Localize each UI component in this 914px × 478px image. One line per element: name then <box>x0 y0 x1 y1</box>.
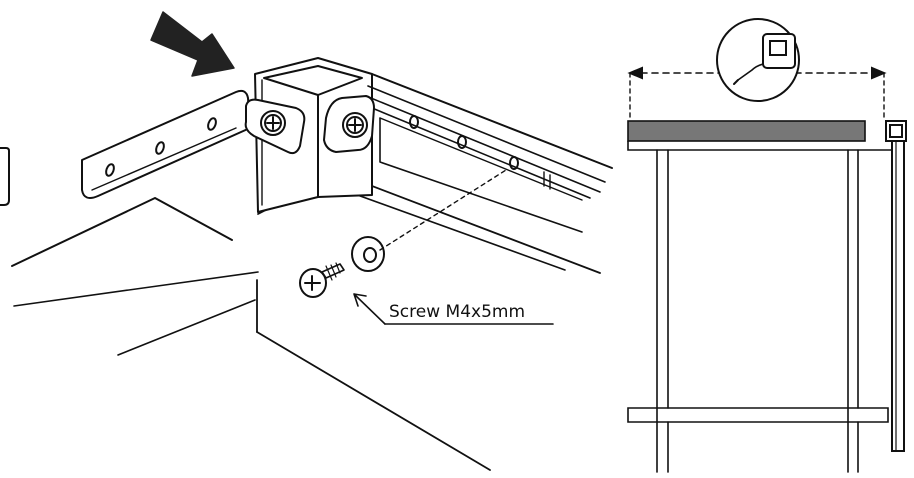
tray-lower-inner <box>117 299 256 356</box>
rail-tick <box>543 171 551 190</box>
screw-spec-label: Screw M4x5mm <box>389 302 525 322</box>
phillips-screw-icon <box>299 262 345 298</box>
rail-hole <box>409 115 419 129</box>
measurement-illustration <box>627 18 907 473</box>
rail-line-3 <box>365 95 601 193</box>
edge-partial-frame <box>0 147 10 206</box>
rail-hole <box>457 135 467 149</box>
side-column-cap-inner <box>889 124 903 138</box>
rail-inner-panel <box>379 117 583 233</box>
tray-inner-edge <box>337 187 566 271</box>
perforated-bar <box>81 89 251 199</box>
callout-leader <box>353 293 386 325</box>
rail-inner-panel-top <box>379 117 583 201</box>
frame-top-rail <box>627 140 893 151</box>
frame-left-post <box>656 149 669 473</box>
dimension-arrow-left <box>627 66 643 80</box>
bar-hole <box>207 117 217 131</box>
tray-bottom-edge <box>256 331 491 471</box>
post-screw-left <box>244 98 306 155</box>
push-direction-arrow-icon <box>150 11 235 77</box>
floor-line-upper <box>11 197 233 267</box>
washer-icon <box>351 236 385 272</box>
bar-hole <box>105 163 115 177</box>
rail-line-2 <box>367 85 606 183</box>
corner-post <box>254 57 373 213</box>
post-screw-right <box>323 95 375 153</box>
tape-measure-icon <box>716 18 800 102</box>
bracket-assembly-illustration <box>0 11 613 471</box>
dimension-arrow-right <box>871 66 887 80</box>
rail-top <box>371 73 613 169</box>
bar-hole <box>155 141 165 155</box>
frame-lower-rail <box>627 407 889 423</box>
countertop-panel <box>627 120 866 142</box>
rail-hole <box>509 156 519 170</box>
perforated-bar-edge <box>91 127 237 191</box>
corner-post-top-inner <box>263 65 363 96</box>
insertion-guide-line <box>379 169 507 251</box>
frame-right-post <box>847 149 859 473</box>
rail-line-4 <box>371 107 591 199</box>
side-column <box>891 140 905 452</box>
floor-line-lower <box>13 271 259 307</box>
